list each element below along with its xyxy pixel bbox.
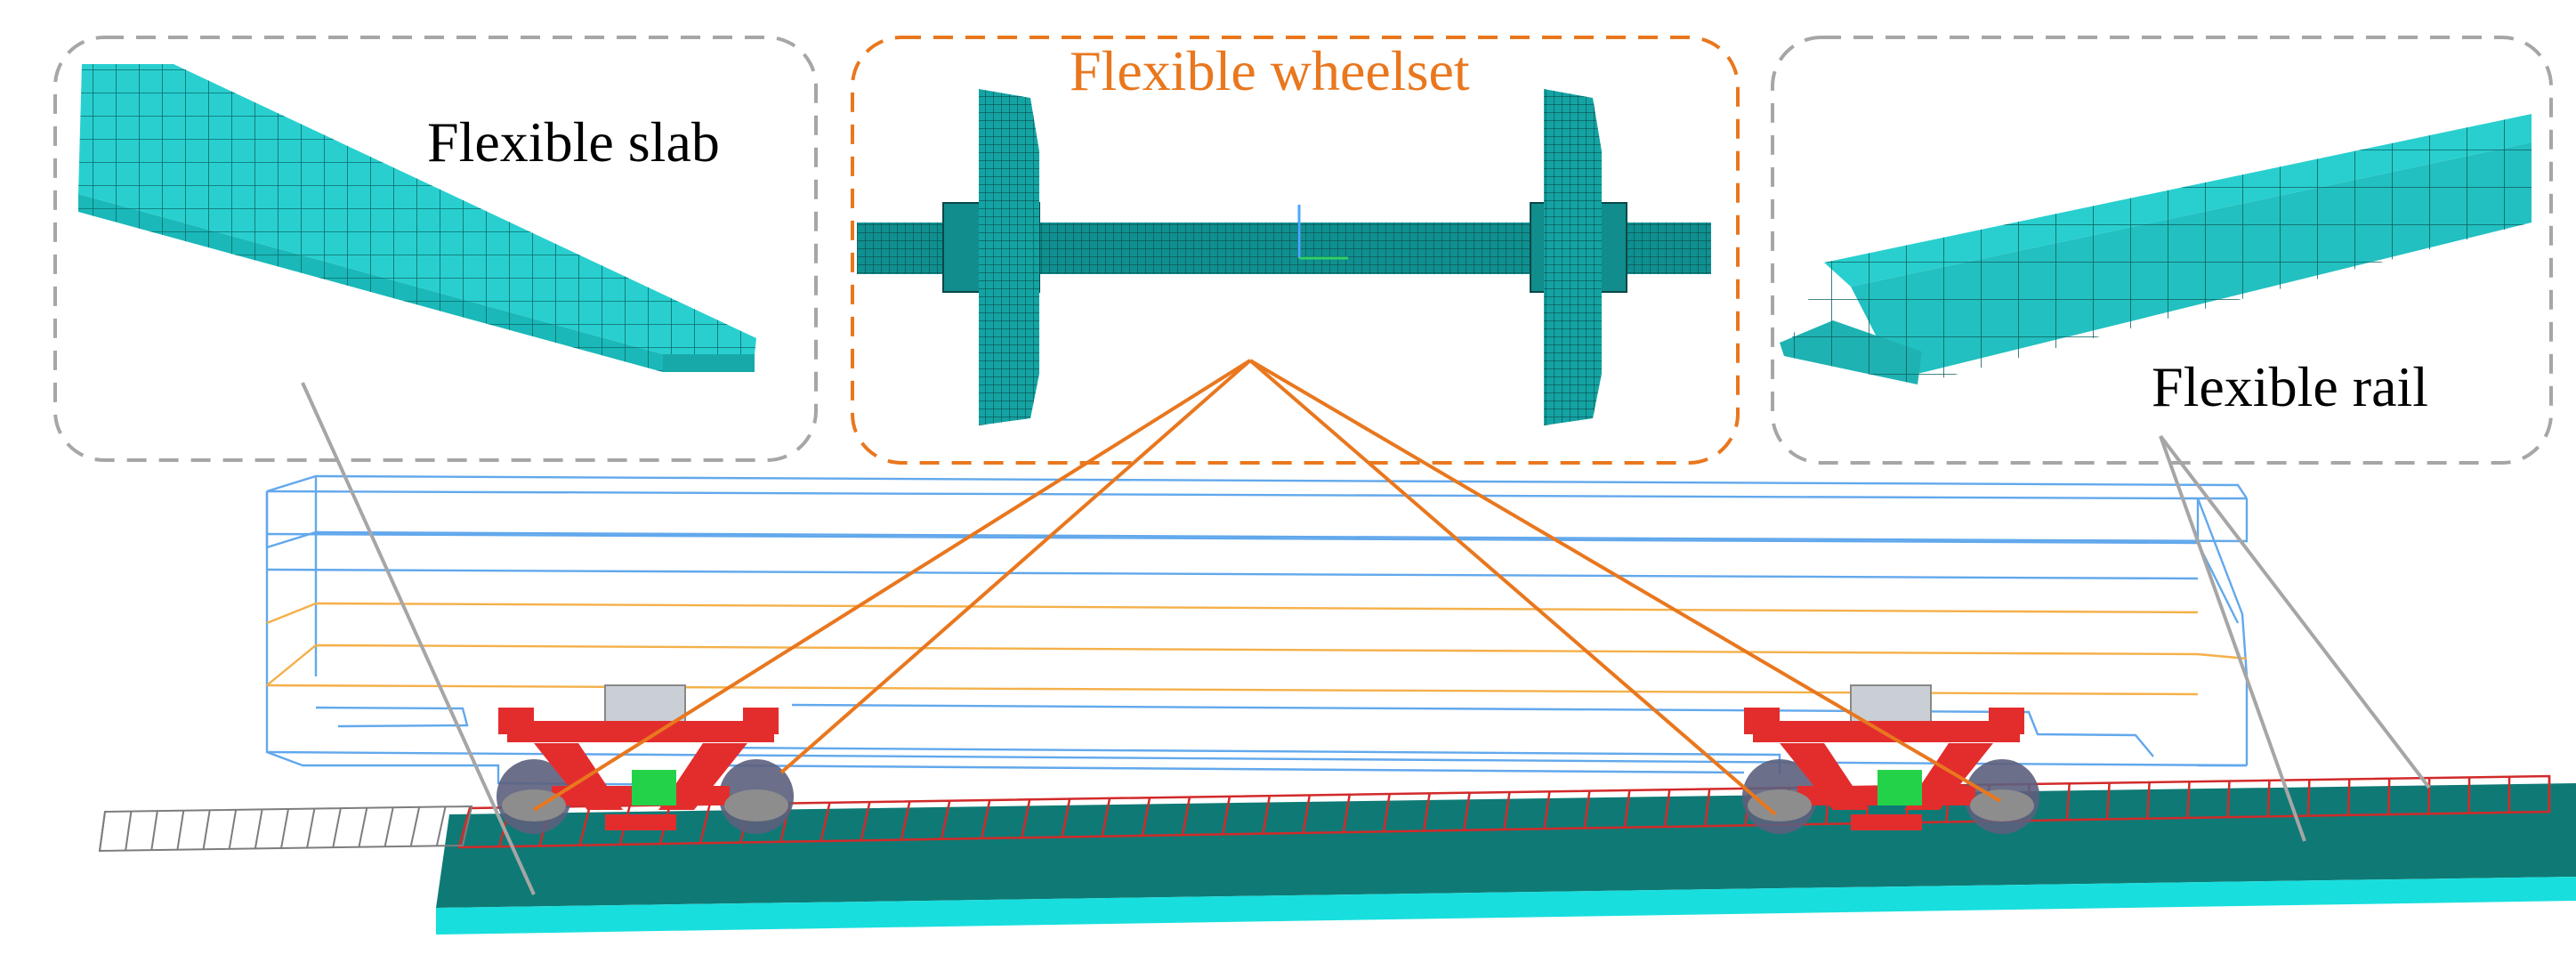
sleeper <box>2146 781 2151 819</box>
gray-sleeper <box>125 811 133 851</box>
gray-sleeper <box>306 808 316 848</box>
sleeper <box>2266 780 2271 817</box>
sleeper <box>2186 781 2191 818</box>
sleeper <box>1704 789 1711 827</box>
wheelset-mesh-icon <box>857 89 1711 425</box>
sleeper <box>457 807 472 848</box>
sleeper <box>2105 782 2111 820</box>
sleeper <box>820 802 831 842</box>
sleeper <box>940 800 951 840</box>
label-flexible-wheelset: Flexible wheelset <box>1070 39 1470 102</box>
sleeper <box>2346 779 2351 815</box>
gray-sleeper <box>150 810 158 851</box>
bogie-icon <box>497 684 2039 834</box>
sleeper <box>860 801 871 841</box>
gray-sleeper <box>462 805 472 846</box>
gray-sleeper <box>358 807 368 847</box>
car-body-wireframe-icon <box>265 474 2249 787</box>
sleeper <box>699 804 711 844</box>
gray-sleeper <box>409 806 421 847</box>
slab-mesh-icon <box>78 64 756 372</box>
leader-lines-orange <box>532 359 2002 816</box>
leader-lines-gray <box>301 382 2431 895</box>
sleeper <box>1623 789 1631 828</box>
sleeper <box>2226 781 2231 818</box>
callout-box-wheelset <box>851 36 1740 465</box>
sleeper <box>578 805 592 846</box>
sleeper <box>900 801 911 840</box>
sleeper <box>1463 792 1471 830</box>
sleeper <box>1583 790 1591 829</box>
gray-sleeper <box>202 810 211 850</box>
gray-sleeper <box>384 807 394 847</box>
sleeper <box>1021 799 1031 838</box>
gray-sleeper <box>254 809 263 849</box>
sleeper <box>1543 791 1551 830</box>
gray-sleeper <box>280 808 289 849</box>
gray-sleeper <box>435 806 447 846</box>
sleeper <box>2065 783 2071 821</box>
sleeper <box>1302 795 1312 834</box>
sleeper <box>1101 797 1111 837</box>
sleeper <box>981 799 991 839</box>
label-flexible-slab: Flexible slab <box>427 110 720 174</box>
label-flexible-rail: Flexible rail <box>2152 355 2429 418</box>
sleeper <box>1503 791 1511 830</box>
gray-sleeper <box>99 811 106 852</box>
sleeper <box>2387 778 2391 815</box>
sleeper <box>1382 793 1391 832</box>
sleeper <box>1061 798 1071 838</box>
track-slab-edge <box>436 877 2576 935</box>
sleeper <box>1222 796 1231 835</box>
gray-sleeper <box>176 810 185 850</box>
callout-box-slab <box>53 36 818 462</box>
sleeper <box>1141 797 1151 837</box>
track <box>98 774 2576 935</box>
sleeper <box>1342 794 1351 833</box>
rail-mesh-icon <box>1780 114 2532 384</box>
sleeper <box>1262 795 1272 834</box>
track-slab-top <box>436 783 2576 908</box>
gray-sleeper <box>228 809 238 850</box>
gray-sleeper <box>332 807 342 848</box>
callout-box-rail <box>1771 36 2553 465</box>
sleeper <box>2427 778 2431 814</box>
sleeper <box>1181 797 1191 836</box>
sleeper <box>1422 793 1431 831</box>
sleeper <box>1663 789 1671 828</box>
sleeper <box>2306 780 2311 816</box>
